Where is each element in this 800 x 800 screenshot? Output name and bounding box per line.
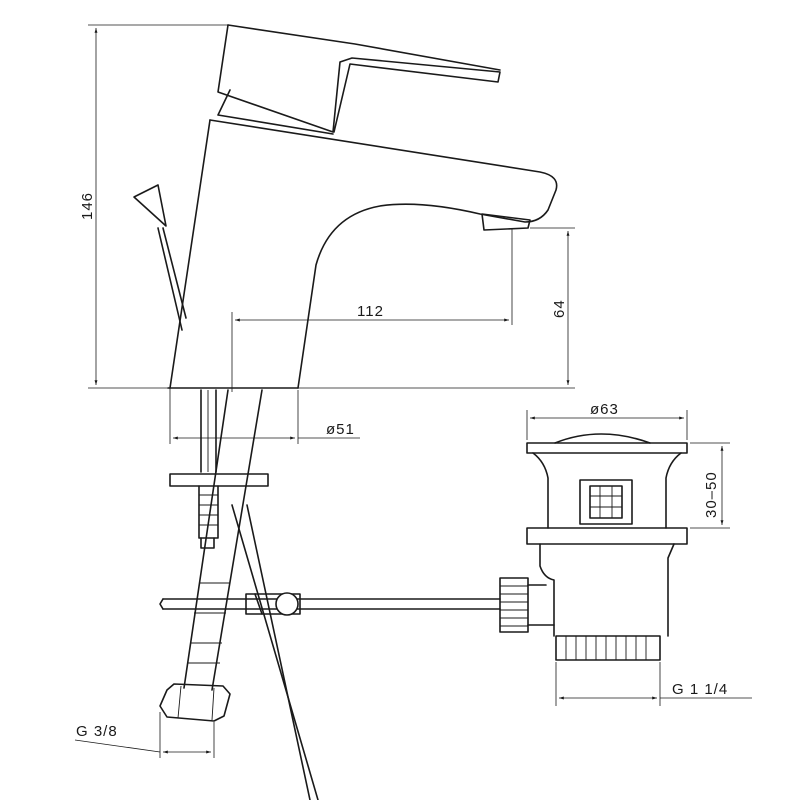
base-diameter-label: ø51 [326,421,355,438]
mounting-shank [169,389,269,549]
reach-label: 112 [357,303,384,320]
waste-diameter-label: ø63 [590,401,619,418]
height-total-label: 146 [79,192,96,220]
faucet-body [133,24,558,389]
waste-travel-label: 30–50 [703,471,720,518]
spout-height-label: 64 [551,299,568,318]
waste-thread-label: G 1 1/4 [672,681,728,698]
supply-thread-label: G 3/8 [76,723,118,740]
supply-hoses [159,389,319,800]
dimension-lines [74,24,752,758]
waste-valve [499,433,688,661]
linkage-rod [159,592,501,616]
